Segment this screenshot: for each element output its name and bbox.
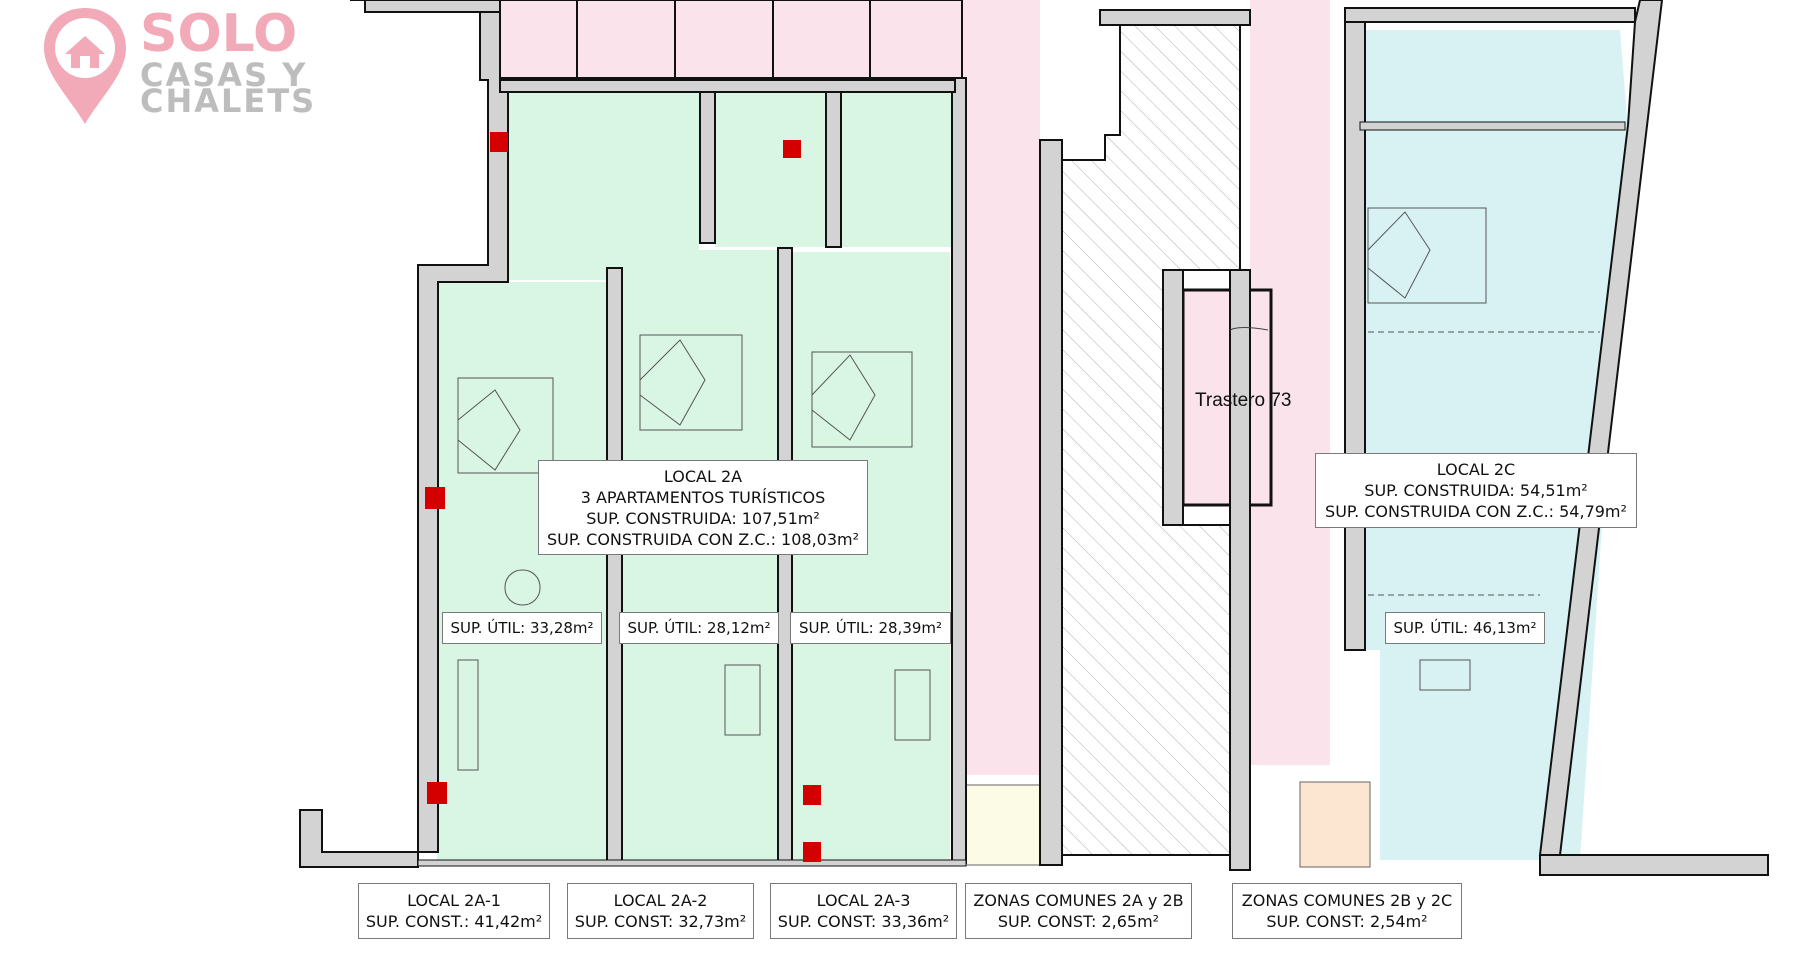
apt-2a-2-bath-fill bbox=[715, 92, 825, 247]
logo-line-1: SOLO bbox=[140, 4, 298, 64]
logo-line-3: CHALETS bbox=[140, 82, 317, 120]
local-2c-built-zc: SUP. CONSTRUIDA CON Z.C.: 54,79m² bbox=[1325, 502, 1627, 521]
local-2a-title: LOCAL 2A bbox=[663, 466, 743, 486]
common-2b-2c-fill bbox=[1299, 781, 1371, 868]
outer-wall-bottom-left bbox=[299, 809, 419, 868]
local-2a-built-zc: SUP. CONSTRUIDA CON Z.C.: 108,03m² bbox=[546, 529, 860, 549]
wall-2a2-2a3 bbox=[777, 247, 793, 864]
useful-area-2a-1: SUP. ÚTIL: 33,28m² bbox=[442, 612, 602, 644]
furniture bbox=[457, 207, 1600, 771]
red-markers bbox=[425, 132, 821, 862]
local-2c-label: LOCAL 2C SUP. CONSTRUIDA: 54,51m² SUP. C… bbox=[1315, 453, 1637, 528]
bottom-label-2a-1: LOCAL 2A-1 SUP. CONST.: 41,42m² bbox=[358, 883, 550, 939]
common-2a-2b-fill bbox=[964, 784, 1041, 866]
apt-2a-3-bath-fill bbox=[842, 92, 952, 247]
bottom-label-2a-3: LOCAL 2A-3 SUP. CONST: 33,36m² bbox=[770, 883, 957, 939]
outer-wall-left bbox=[350, 0, 501, 13]
corridor-left bbox=[965, 0, 1040, 775]
local-2c-title: LOCAL 2C bbox=[1436, 460, 1516, 479]
bottom-label-common-2a-2b: ZONAS COMUNES 2A y 2B SUP. CONST: 2,65m² bbox=[965, 883, 1192, 939]
logo-pin-icon bbox=[44, 8, 126, 124]
logo-line-2: CASAS Y bbox=[140, 56, 308, 94]
local-2a-label: LOCAL 2A 3 APARTAMENTOS TURÍSTICOS SUP. … bbox=[538, 460, 868, 555]
apt-2a-3-fill bbox=[790, 252, 950, 862]
facade-line bbox=[417, 859, 967, 867]
useful-area-2a-2: SUP. ÚTIL: 28,12m² bbox=[619, 612, 779, 644]
top-rooms bbox=[499, 0, 963, 79]
useful-area-2a-3: SUP. ÚTIL: 28,39m² bbox=[790, 612, 951, 644]
trastero-73-room bbox=[1181, 288, 1273, 507]
wall-2a3-corridor bbox=[951, 77, 967, 864]
apt-2a-2-fill bbox=[620, 250, 780, 862]
bottom-label-common-2b-2c: ZONAS COMUNES 2B y 2C SUP. CONST: 2,54m² bbox=[1232, 883, 1462, 939]
trastero-label: Trastero 73 bbox=[1195, 390, 1292, 411]
apt-2a-1-fill bbox=[437, 282, 607, 862]
apt-2a-1-bath-fill bbox=[507, 90, 699, 280]
useful-area-2c: SUP. ÚTIL: 46,13m² bbox=[1385, 612, 1545, 644]
local-2a-built: SUP. CONSTRUIDA: 107,51m² bbox=[586, 508, 820, 528]
local-2a-subtitle: 3 APARTAMENTOS TURÍSTICOS bbox=[580, 487, 826, 507]
bottom-label-2a-2: LOCAL 2A-2 SUP. CONST: 32,73m² bbox=[567, 883, 754, 939]
local-2c-built: SUP. CONSTRUIDA: 54,51m² bbox=[1364, 481, 1588, 500]
local-2c-fill bbox=[1360, 30, 1628, 860]
wall-2a1-2a2 bbox=[606, 267, 623, 864]
